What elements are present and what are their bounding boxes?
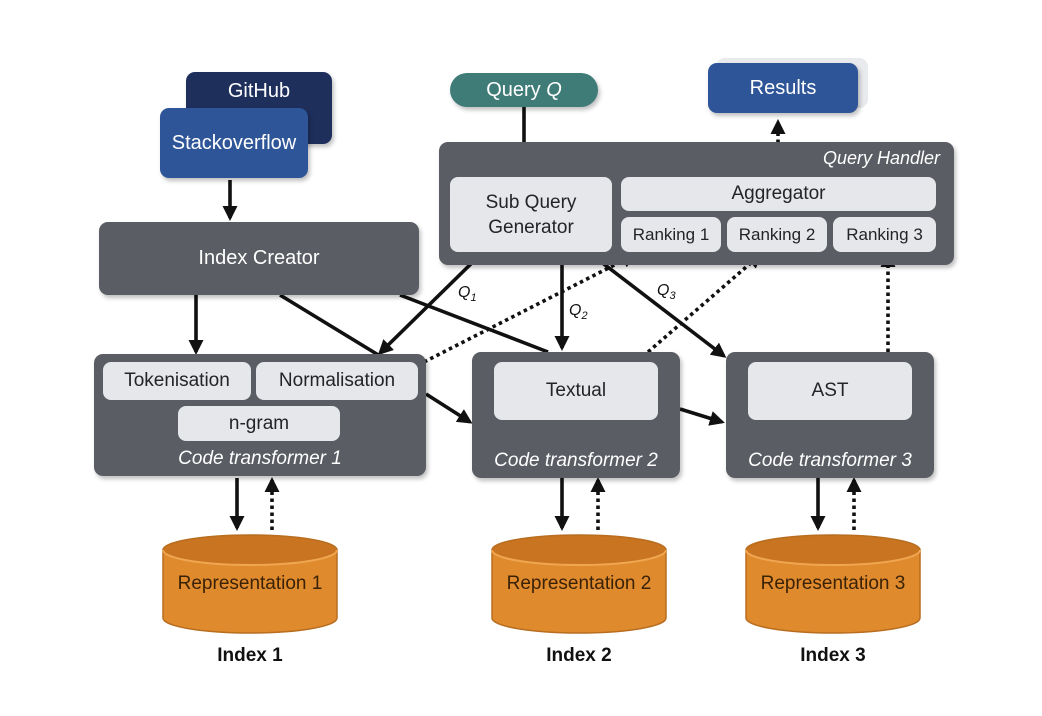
index-2-label: Index 2 bbox=[546, 645, 612, 666]
github-label: GitHub bbox=[227, 80, 291, 102]
tokenisation-label: Tokenisation bbox=[124, 370, 230, 391]
query-handler-title: Query Handler bbox=[822, 148, 940, 168]
ranking-1-box: Ranking 1 bbox=[621, 217, 721, 252]
textual-label: Textual bbox=[545, 380, 607, 401]
normalisation-label: Normalisation bbox=[278, 370, 396, 391]
arrow-index-creator-to-ct2 bbox=[399, 293, 549, 354]
query-handler-panel: Query Handler Sub Query Generator Aggreg… bbox=[439, 142, 954, 265]
ranking-1-label: Ranking 1 bbox=[632, 224, 710, 244]
dotted-arrow-ct1-to-ranking1 bbox=[423, 253, 637, 364]
index-creator-box: Index Creator bbox=[99, 222, 419, 295]
ranking-2-box: Ranking 2 bbox=[727, 217, 827, 252]
cylinder-representation-2 bbox=[491, 534, 667, 634]
representation-3-label: Representation 3 bbox=[760, 573, 906, 594]
ranking-3-box: Ranking 3 bbox=[833, 217, 936, 252]
tokenisation-box: Tokenisation bbox=[103, 362, 251, 400]
subquery-label-1: Q1 bbox=[458, 284, 477, 305]
index-1-label: Index 1 bbox=[217, 645, 283, 666]
n-gram-label: n-gram bbox=[228, 412, 290, 434]
arrow-q3 bbox=[590, 253, 727, 358]
arrow-q1 bbox=[377, 253, 482, 356]
stackoverflow-box: Stackoverflow bbox=[160, 108, 308, 178]
subquery-label-2: Q2 bbox=[569, 302, 588, 323]
n-gram-box: n-gram bbox=[178, 406, 340, 441]
query-label: Query bbox=[486, 78, 547, 101]
code-transformer-3-caption: Code transformer 3 bbox=[748, 450, 912, 471]
code-transformer-1-caption: Code transformer 1 bbox=[178, 448, 342, 469]
subquery-label-3: Q3 bbox=[657, 282, 676, 303]
ast-label: AST bbox=[811, 380, 849, 401]
code-transformer-2-caption: Code transformer 2 bbox=[494, 450, 658, 471]
query-box: Query Q bbox=[450, 73, 598, 107]
cylinder-representation-3 bbox=[745, 534, 921, 634]
arrow-ct1-to-ct2 bbox=[425, 392, 473, 424]
aggregator-label: Aggregator bbox=[731, 183, 826, 204]
code-transformer-2-panel: Textual Code transformer 2 bbox=[472, 352, 680, 478]
ranking-3-label: Ranking 3 bbox=[846, 224, 923, 244]
code-transformer-1-panel: Tokenisation Normalisation n-gram Code t… bbox=[94, 354, 426, 476]
arrow-ct2-to-ct3 bbox=[679, 407, 725, 426]
textual-box: Textual bbox=[494, 362, 658, 420]
representation-1-label: Representation 1 bbox=[177, 573, 323, 594]
results-box: Results bbox=[708, 63, 858, 113]
aggregator-box: Aggregator bbox=[621, 177, 936, 211]
ranking-2-label: Ranking 2 bbox=[738, 224, 816, 244]
stackoverflow-label: Stackoverflow bbox=[171, 131, 297, 154]
arrow-index-creator-to-ct1-right bbox=[279, 293, 381, 358]
cylinder-representation-1 bbox=[162, 534, 338, 634]
code-transformer-3-panel: AST Code transformer 3 bbox=[726, 352, 934, 478]
index-3-label: Index 3 bbox=[800, 645, 866, 666]
index-creator-label: Index Creator bbox=[198, 247, 320, 269]
query-variable: Q bbox=[546, 78, 562, 101]
ast-box: AST bbox=[748, 362, 912, 420]
sub-query-generator-box: Sub Query Generator bbox=[450, 177, 612, 252]
representation-2-label: Representation 2 bbox=[506, 573, 652, 594]
sub-query-generator-label: Sub Query Generator bbox=[485, 191, 577, 238]
results-label: Results bbox=[749, 76, 817, 99]
normalisation-box: Normalisation bbox=[256, 362, 418, 400]
